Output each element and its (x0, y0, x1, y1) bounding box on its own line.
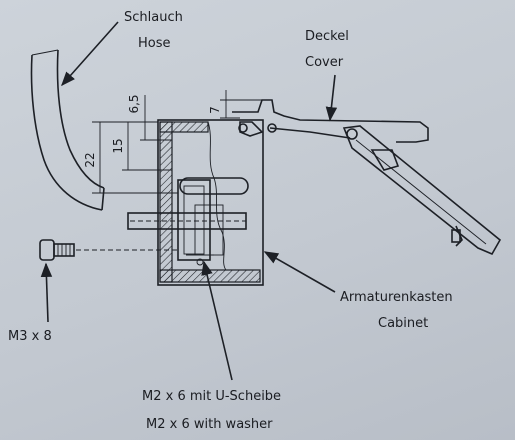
m2-screw-label-en: M2 x 6 with washer (146, 417, 273, 432)
dimension-6-5: 6,5 (127, 94, 141, 113)
hose-drawing (30, 49, 105, 211)
leader-arrows (40, 21, 338, 381)
hose-label-en: Hose (138, 36, 171, 51)
dimension-15: 15 (111, 138, 125, 153)
m3-screw-drawing (39, 239, 180, 261)
m3-screw-label: M3 x 8 (8, 329, 52, 344)
cabinet-label-en: Cabinet (378, 316, 428, 331)
dimension-7: 7 (208, 106, 222, 114)
dimension-22: 22 (83, 152, 97, 167)
cabinet-label-de: Armaturenkasten (340, 290, 453, 305)
m2-screw-label-de: M2 x 6 mit U-Scheibe (142, 389, 281, 404)
cover-label-en: Cover (305, 55, 344, 70)
cabinet-drawing (127, 119, 264, 286)
cover-label-de: Deckel (305, 29, 349, 44)
dimension-lines (92, 90, 262, 194)
cover-drawing (232, 99, 502, 256)
hose-label-de: Schlauch (124, 10, 183, 25)
